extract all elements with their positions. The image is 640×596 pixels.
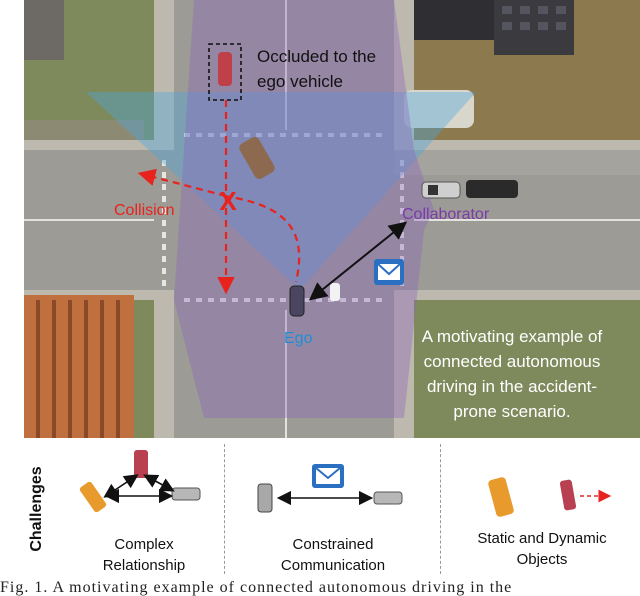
- occluded-car: [218, 52, 232, 86]
- challenge-3-caption: Static and Dynamic Objects: [477, 530, 607, 568]
- challenge-static-dynamic: Static and Dynamic Objects: [444, 440, 640, 578]
- objects-icon: [488, 477, 612, 517]
- collaborator-fov: [174, 0, 434, 418]
- challenge-complex-relationship: Complex Relationship: [54, 440, 234, 578]
- ego-label: Ego: [284, 330, 313, 347]
- occluded-box: [208, 43, 242, 101]
- collision-paths: [137, 100, 301, 295]
- message-icon: [374, 259, 404, 285]
- occluded-label-line2: ego vehicle: [257, 72, 344, 91]
- envelope-icon: [312, 464, 344, 488]
- communication-link: [308, 221, 408, 301]
- collision-mark: X: [219, 186, 237, 216]
- challenge-constrained-communication: Constrained Communication: [228, 440, 438, 578]
- panel-divider-2: [440, 444, 441, 574]
- motivation-line-2: connected autonomous: [423, 352, 601, 371]
- aerial-scene: X Occluded to the ego vehicle Collision …: [24, 0, 640, 438]
- occluded-label-line1: Occluded to the: [257, 47, 377, 66]
- challenges-title-text: Challenges: [28, 466, 45, 551]
- relationship-icon: [79, 450, 201, 513]
- challenges-panel: Challenges Complex Relationship: [24, 440, 640, 578]
- motivation-line-4: prone scenario.: [453, 402, 571, 421]
- challenge-2-caption: Constrained Communication: [280, 536, 386, 574]
- panel-divider-1: [224, 444, 225, 574]
- motivation-line-1: A motivating example of: [421, 327, 603, 346]
- ego-car: [289, 285, 305, 317]
- ego-fov: [86, 92, 476, 290]
- motivation-text: A motivating example of connected autono…: [384, 324, 640, 424]
- collaborator-label: Collaborator: [402, 206, 490, 223]
- challenge-1-caption: Complex Relationship: [102, 536, 186, 574]
- occluded-label: Occluded to the ego vehicle: [257, 44, 376, 94]
- challenges-title: Challenges: [22, 440, 50, 578]
- collision-label: Collision: [114, 202, 175, 219]
- communication-icon: [257, 464, 403, 513]
- scene-illustration: X: [24, 0, 640, 438]
- figure-caption: Fig. 1. A motivating example of connecte…: [0, 579, 513, 596]
- motivation-line-3: driving in the accident-: [426, 377, 598, 396]
